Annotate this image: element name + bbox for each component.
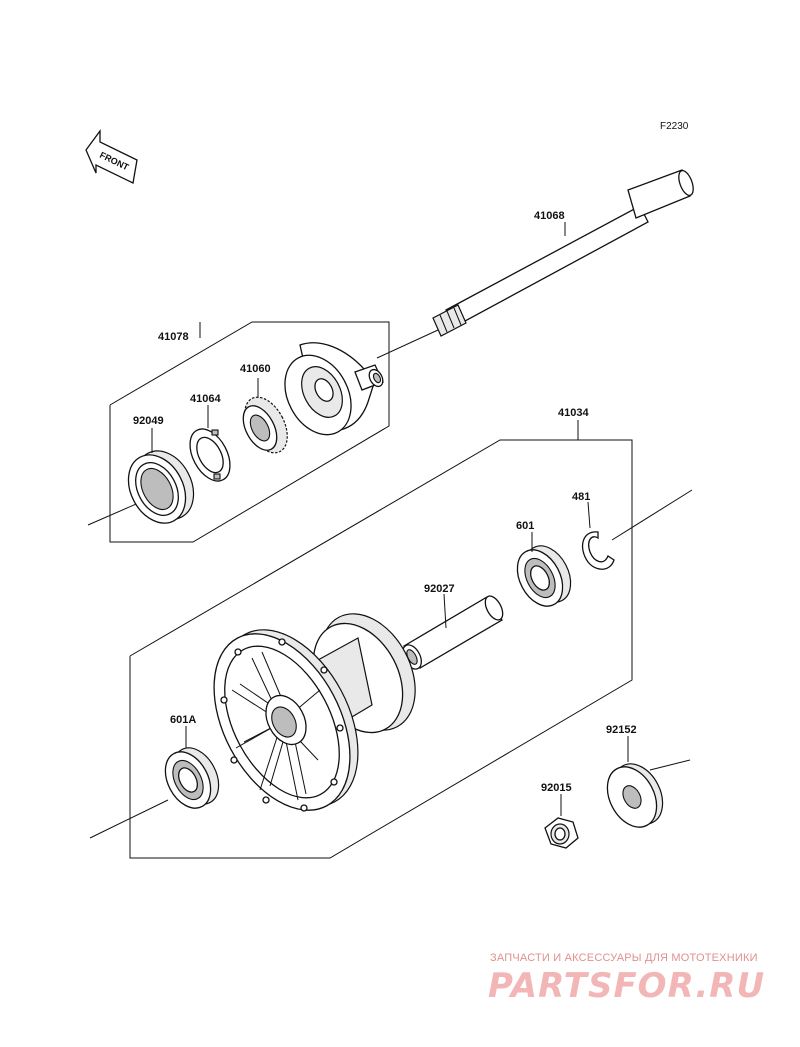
label-nut: 92015 — [541, 782, 572, 794]
axle-nut — [544, 794, 579, 849]
label-hub-assy: 41078 — [158, 331, 189, 343]
drive-gear — [242, 378, 288, 454]
figure-code: F2230 — [660, 121, 689, 132]
label-bearing-left: 601A — [170, 714, 196, 726]
label-collar: 92152 — [606, 724, 637, 736]
hub-group-frame — [89, 420, 693, 859]
watermark-logo: PARTSFOR.RU — [488, 966, 766, 1006]
drive-plate — [189, 405, 231, 482]
bearing-left — [164, 726, 220, 809]
spacer-tube — [402, 593, 504, 670]
collar — [606, 736, 691, 828]
wheel-hub — [213, 613, 416, 812]
label-spacer: 92027 — [424, 583, 455, 595]
label-hub: 41034 — [558, 407, 589, 419]
gear-housing — [284, 342, 384, 436]
label-seal: 92049 — [133, 415, 164, 427]
circlip — [581, 501, 615, 570]
axle — [376, 169, 694, 359]
label-bearing-right: 601 — [516, 520, 534, 532]
bearing-right — [516, 532, 572, 607]
label-plate: 41064 — [190, 393, 221, 405]
front-arrow-icon: FRONT — [85, 129, 138, 184]
watermark-tagline: ЗАПЧАСТИ И АКСЕССУАРЫ ДЛЯ МОТОТЕХНИКИ — [490, 952, 758, 964]
label-axle: 41068 — [534, 210, 565, 222]
oil-seal — [127, 428, 195, 524]
label-gear: 41060 — [240, 363, 271, 375]
label-circlip: 481 — [572, 491, 590, 503]
